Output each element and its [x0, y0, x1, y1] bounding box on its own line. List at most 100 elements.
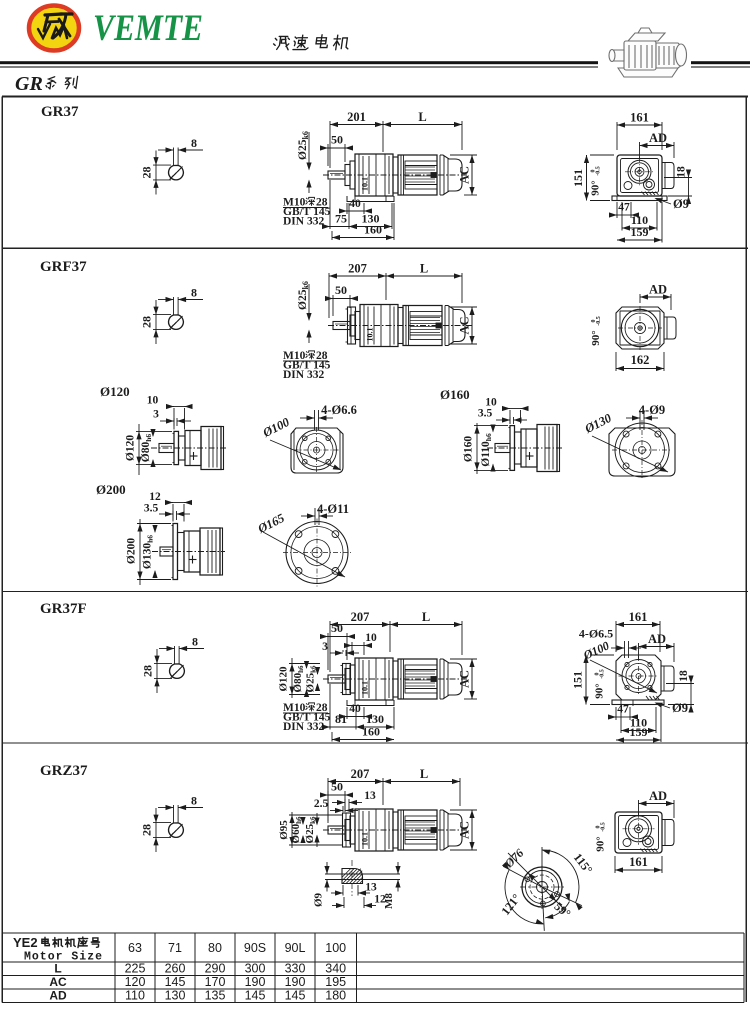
svg-text:161: 161: [629, 855, 648, 869]
svg-text:4-Ø6.6: 4-Ø6.6: [321, 403, 357, 417]
svg-text:90°: 90°: [594, 683, 606, 698]
svg-text:GB/T 145: GB/T 145: [283, 711, 331, 723]
svg-text:8: 8: [191, 286, 197, 300]
svg-text:Ø80h6: Ø80h6: [140, 434, 153, 463]
svg-text:4-Ø9: 4-Ø9: [639, 403, 665, 417]
svg-text:161: 161: [630, 111, 649, 125]
svg-text:GRF37: GRF37: [40, 259, 87, 275]
svg-text:90°: 90°: [590, 330, 602, 345]
svg-text:3: 3: [153, 409, 159, 421]
svg-text:151: 151: [571, 169, 585, 187]
svg-text:8: 8: [191, 136, 197, 150]
svg-text:50: 50: [335, 283, 347, 297]
svg-text:28: 28: [141, 665, 155, 677]
svg-text:GR: GR: [15, 73, 43, 95]
svg-text:AD: AD: [649, 131, 667, 145]
svg-text:10.1: 10.1: [366, 328, 375, 342]
svg-text:207: 207: [348, 262, 367, 276]
svg-text:M10: M10: [283, 350, 306, 362]
svg-text:28: 28: [140, 824, 154, 836]
svg-text:GB/T 145: GB/T 145: [283, 359, 331, 371]
svg-text:161: 161: [629, 610, 648, 624]
svg-text:0: 0: [591, 170, 597, 173]
svg-text:28: 28: [140, 316, 154, 328]
svg-text:90°: 90°: [595, 836, 607, 851]
svg-text:12: 12: [149, 491, 161, 503]
svg-text:L: L: [418, 110, 426, 124]
svg-text:GB/T 145: GB/T 145: [283, 206, 331, 218]
svg-text:12: 12: [374, 894, 386, 906]
svg-text:8: 8: [192, 635, 198, 649]
svg-text:L: L: [54, 962, 61, 976]
svg-text:GR37: GR37: [41, 104, 79, 120]
svg-text:10.1: 10.1: [361, 177, 370, 191]
svg-text:AC: AC: [458, 670, 472, 688]
svg-text:100: 100: [325, 941, 346, 955]
svg-text:80: 80: [208, 941, 222, 955]
svg-text:135: 135: [205, 989, 226, 1003]
svg-text:Ø160: Ø160: [440, 387, 470, 402]
svg-text:28: 28: [140, 167, 154, 179]
svg-text:90L: 90L: [285, 941, 306, 955]
svg-text:145: 145: [285, 989, 306, 1003]
svg-text:L: L: [422, 610, 430, 624]
svg-text:130: 130: [366, 712, 384, 726]
svg-text:130: 130: [362, 212, 380, 226]
svg-text:M10: M10: [283, 197, 306, 209]
svg-text:180: 180: [325, 989, 346, 1003]
svg-text:120: 120: [125, 975, 146, 989]
svg-text:AD: AD: [649, 283, 667, 297]
svg-text:40: 40: [349, 198, 361, 210]
svg-text:-0.5: -0.5: [601, 822, 607, 832]
svg-text:VEMTE: VEMTE: [93, 8, 203, 49]
svg-text:GR37F: GR37F: [40, 601, 87, 617]
svg-text:Ø25k6: Ø25k6: [297, 281, 310, 310]
svg-text:225: 225: [125, 962, 146, 976]
svg-text:300: 300: [245, 962, 266, 976]
svg-text:AC: AC: [49, 975, 67, 989]
svg-text:-0.5: -0.5: [596, 316, 602, 326]
svg-text:40: 40: [349, 703, 361, 715]
svg-text:AC: AC: [458, 821, 472, 839]
svg-text:28: 28: [316, 702, 328, 714]
svg-text:110: 110: [125, 989, 145, 1003]
svg-text:0: 0: [596, 826, 602, 829]
svg-text:M10: M10: [283, 702, 306, 714]
svg-text:AD: AD: [648, 632, 666, 646]
svg-text:195: 195: [325, 975, 346, 989]
svg-text:GRZ37: GRZ37: [40, 763, 88, 779]
svg-text:162: 162: [631, 353, 650, 367]
svg-text:110: 110: [630, 715, 647, 729]
svg-text:90S: 90S: [244, 941, 266, 955]
svg-text:AC: AC: [458, 166, 472, 184]
svg-text:Ø9: Ø9: [673, 197, 689, 211]
svg-text:50: 50: [331, 780, 343, 794]
svg-text:-0.5: -0.5: [600, 669, 606, 679]
svg-text:47: 47: [618, 202, 630, 214]
svg-text:18: 18: [676, 166, 688, 178]
svg-text:10: 10: [485, 397, 497, 409]
svg-text:340: 340: [325, 962, 346, 976]
svg-text:Ø120: Ø120: [100, 384, 130, 399]
svg-text:18: 18: [678, 670, 690, 682]
svg-text:Ø200: Ø200: [126, 538, 138, 564]
svg-text:Ø95: Ø95: [278, 820, 290, 840]
svg-text:159: 159: [630, 725, 648, 739]
svg-text:10.1: 10.1: [361, 832, 370, 846]
svg-text:3.5: 3.5: [478, 408, 493, 420]
svg-text:0: 0: [591, 320, 597, 323]
svg-text:28: 28: [316, 197, 328, 209]
svg-text:50: 50: [331, 621, 343, 635]
svg-text:160: 160: [362, 725, 380, 739]
svg-text:10: 10: [365, 632, 377, 644]
svg-text:160: 160: [364, 223, 382, 237]
svg-text:90°: 90°: [590, 180, 602, 195]
svg-text:Ø110h6: Ø110h6: [480, 433, 493, 467]
svg-text:AD: AD: [649, 789, 667, 803]
svg-text:170: 170: [205, 975, 226, 989]
svg-text:190: 190: [245, 975, 266, 989]
svg-text:207: 207: [351, 767, 370, 781]
svg-text:DIN 332: DIN 332: [283, 215, 324, 227]
svg-text:Motor Size: Motor Size: [24, 951, 103, 964]
svg-text:L: L: [420, 262, 428, 276]
